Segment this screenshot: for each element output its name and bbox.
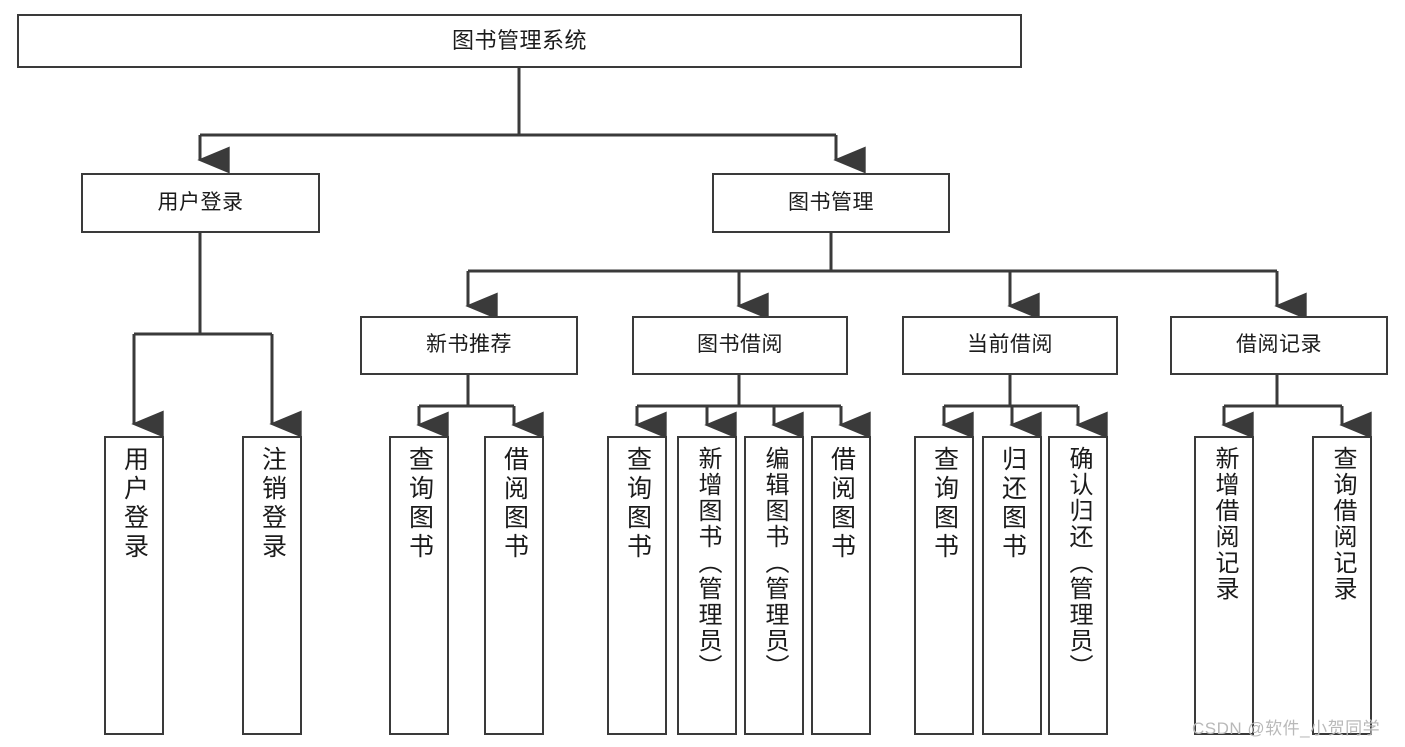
node-borrow-record-label: 借阅记录 (1236, 333, 1322, 357)
leaf-return-book-label: 归还图书 (998, 446, 1027, 562)
node-root-label: 图书管理系统 (451, 28, 587, 54)
leaf-query-book-borrow-label: 查询图书 (623, 446, 652, 562)
node-book-borrow[interactable]: 图书借阅 (632, 316, 848, 375)
leaf-logout-label: 注销登录 (258, 446, 287, 562)
leaf-query-book-current-label: 查询图书 (930, 446, 959, 562)
leaf-query-book-recommend-label: 查询图书 (405, 446, 434, 562)
node-user-login-label: 用户登录 (157, 190, 244, 214)
leaf-add-borrow-record[interactable]: 新增借阅记录 (1194, 436, 1254, 735)
leaf-query-borrow-record-label: 查询借阅记录 (1329, 446, 1356, 602)
node-book-borrow-label: 图书借阅 (697, 333, 783, 357)
leaf-user-login[interactable]: 用户登录 (104, 436, 164, 735)
leaf-query-borrow-record[interactable]: 查询借阅记录 (1312, 436, 1372, 735)
leaf-add-borrow-record-label: 新增借阅记录 (1211, 446, 1238, 602)
leaf-confirm-return-admin-label: 确认归还（管理员） (1065, 446, 1092, 680)
leaf-logout[interactable]: 注销登录 (242, 436, 302, 735)
node-new-book-recommend-label: 新书推荐 (426, 333, 512, 357)
leaf-borrow-book-label: 借阅图书 (827, 446, 856, 562)
node-user-login[interactable]: 用户登录 (81, 173, 320, 233)
leaf-confirm-return-admin[interactable]: 确认归还（管理员） (1048, 436, 1108, 735)
node-borrow-record[interactable]: 借阅记录 (1170, 316, 1388, 375)
leaf-borrow-book-recommend-label: 借阅图书 (500, 446, 529, 562)
node-current-borrow-label: 当前借阅 (967, 333, 1053, 357)
node-new-book-recommend[interactable]: 新书推荐 (360, 316, 578, 375)
leaf-edit-book-admin[interactable]: 编辑图书（管理员） (744, 436, 804, 735)
leaf-borrow-book-recommend[interactable]: 借阅图书 (484, 436, 544, 735)
node-current-borrow[interactable]: 当前借阅 (902, 316, 1118, 375)
node-book-management-label: 图书管理 (788, 190, 874, 214)
node-root[interactable]: 图书管理系统 (17, 14, 1022, 68)
leaf-query-book-current[interactable]: 查询图书 (914, 436, 974, 735)
leaf-borrow-book[interactable]: 借阅图书 (811, 436, 871, 735)
leaf-add-book-admin-label: 新增图书（管理员） (694, 446, 721, 680)
leaf-query-book-borrow[interactable]: 查询图书 (607, 436, 667, 735)
leaf-return-book[interactable]: 归还图书 (982, 436, 1042, 735)
node-book-management[interactable]: 图书管理 (712, 173, 950, 233)
leaf-add-book-admin[interactable]: 新增图书（管理员） (677, 436, 737, 735)
csdn-watermark: CSDN @软件_小贺同学 (1192, 719, 1381, 738)
leaf-query-book-recommend[interactable]: 查询图书 (389, 436, 449, 735)
leaf-user-login-label: 用户登录 (120, 446, 149, 562)
leaf-edit-book-admin-label: 编辑图书（管理员） (761, 446, 788, 680)
